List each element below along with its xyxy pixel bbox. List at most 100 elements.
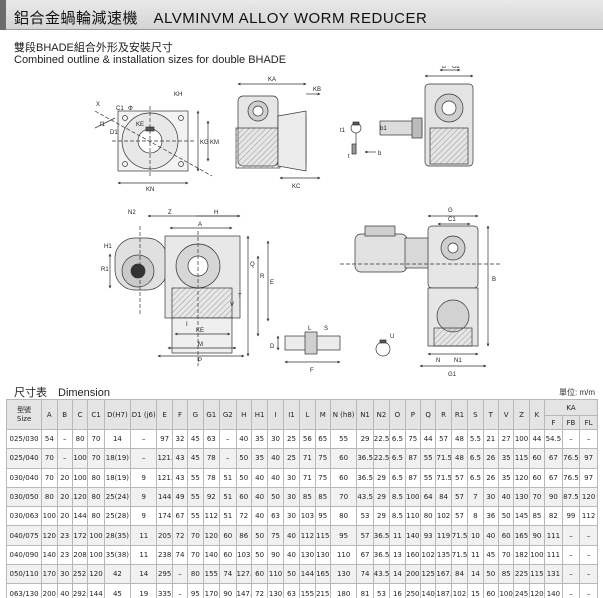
table-cell: 60 [528, 448, 546, 469]
table-cell: 74 [356, 564, 374, 585]
table-cell: 29 [372, 506, 391, 527]
table-cell: 180 [329, 583, 358, 598]
shaft-detail-drawing [276, 331, 391, 364]
table-cell: 35 [497, 448, 515, 469]
label-l: L [308, 326, 312, 332]
unit-note: 單位: m/m [559, 388, 595, 397]
table-cell: 100 [404, 486, 422, 508]
table-cell: 103 [235, 544, 252, 566]
label-t1: t1 [340, 128, 346, 134]
table-cell: 32 [171, 428, 189, 450]
table-cell: 36.5 [372, 525, 391, 546]
table-cell: 21 [482, 428, 499, 450]
table-cell: 30 [282, 506, 301, 527]
table-cell: 55 [419, 467, 437, 488]
table-cell: 57 [356, 525, 374, 546]
table-cell: – [56, 448, 73, 469]
table-cell: 144 [87, 583, 105, 598]
table-cell: 40 [282, 525, 301, 546]
table-cell: 40 [497, 486, 515, 508]
table-cell: 140 [404, 525, 422, 546]
table-cell: 55 [419, 448, 437, 469]
table-cell: 13 [389, 544, 406, 566]
table-cell: 50 [235, 448, 252, 469]
drawing-labels: KA KB KC KN KG KM KE KH X f1 D1 Φ C1 B G… [96, 66, 496, 378]
table-cell: 252.5 [71, 564, 89, 585]
table-cell: 71 [299, 448, 316, 469]
table-cell: 140 [202, 544, 221, 566]
table-cell: 40 [267, 467, 284, 488]
header-ka-fb: FB [561, 415, 581, 430]
table-cell: 70 [87, 428, 105, 450]
table-cell: 120 [513, 467, 530, 488]
table-cell: 36.5 [372, 544, 391, 566]
table-cell: 8 [467, 506, 484, 527]
double-reducer-with-motor-drawing [340, 214, 500, 368]
label-g1: G1 [448, 372, 457, 378]
header-col-22: Q [419, 399, 437, 430]
table-cell: 111 [544, 544, 563, 566]
table-cell: 48 [450, 428, 469, 450]
table-cell: 60 [219, 544, 237, 566]
table-cell: 64 [419, 486, 437, 508]
table-cell: 40 [282, 544, 301, 566]
size-cell: 030/050 [5, 486, 43, 508]
table-cell: 10 [467, 525, 484, 546]
table-cell: 11 [130, 544, 158, 566]
table-cell: 9 [130, 486, 158, 508]
header-col-25: S [467, 399, 484, 430]
table-cell: 29 [372, 467, 391, 488]
table-cell: 55 [187, 467, 204, 488]
table-cell: 100 [497, 583, 515, 598]
table-cell: 115 [314, 525, 331, 546]
label-b-top: B [442, 66, 446, 70]
table-cell: 147.5 [235, 583, 252, 598]
table-cell: 80 [41, 486, 58, 508]
table-cell: 111 [544, 525, 563, 546]
table-cell: 71.5 [435, 467, 452, 488]
table-cell: 80 [87, 486, 105, 508]
table-cell: 43.5 [372, 564, 391, 585]
table-cell: 25(24) [103, 486, 132, 508]
table-cell: 135 [435, 544, 452, 566]
label-n1: N1 [454, 358, 462, 364]
table-cell: 55 [329, 428, 358, 450]
header-col-1: B [56, 399, 73, 430]
label-kh: KH [174, 92, 182, 98]
table-cell: 200 [41, 583, 58, 598]
header-col-5: D1 (j6) [130, 399, 158, 430]
table-cell: 170 [202, 583, 221, 598]
table-cell: 51 [219, 506, 237, 527]
table-cell: 167.5 [435, 564, 452, 585]
table-cell: 72 [171, 525, 189, 546]
table-cell: 67 [544, 448, 563, 469]
table-cell: 55 [187, 486, 204, 508]
drawing-canvas: KA KB KC KN KG KM KE KH X f1 D1 Φ C1 B G… [94, 66, 500, 378]
label-s: S [324, 326, 328, 332]
table-cell: – [579, 525, 598, 546]
table-cell: 140 [419, 583, 437, 598]
table-cell: 40 [235, 428, 252, 450]
label-t-big: T [238, 294, 242, 300]
table-row: 030/04070201008018(19)9121.5435578515040… [5, 467, 598, 488]
table-cell: 50 [235, 467, 252, 488]
table-cell: 45 [103, 583, 132, 598]
table-cell: 53 [372, 583, 391, 598]
table-cell: 53 [356, 506, 374, 527]
table-cell: 112 [299, 525, 316, 546]
table-cell: 100 [41, 506, 58, 527]
table-cell: 57 [450, 486, 469, 508]
table-cell: 145 [513, 506, 530, 527]
table-cell: 25 [282, 448, 301, 469]
label-q: Q [250, 262, 255, 268]
table-cell: 97 [579, 448, 598, 469]
size-cell: 025/030 [5, 428, 43, 450]
header-col-11: H [235, 399, 252, 430]
table-cell: 78 [202, 448, 221, 469]
page-header: 鋁合金蝸輪減速機 ALVMINVM ALLOY WORM REDUCER [0, 0, 603, 30]
table-cell: 72 [250, 583, 269, 598]
table-cell: 160 [404, 544, 422, 566]
table-cell: 50 [497, 506, 515, 527]
header-col-29: K [528, 399, 546, 430]
